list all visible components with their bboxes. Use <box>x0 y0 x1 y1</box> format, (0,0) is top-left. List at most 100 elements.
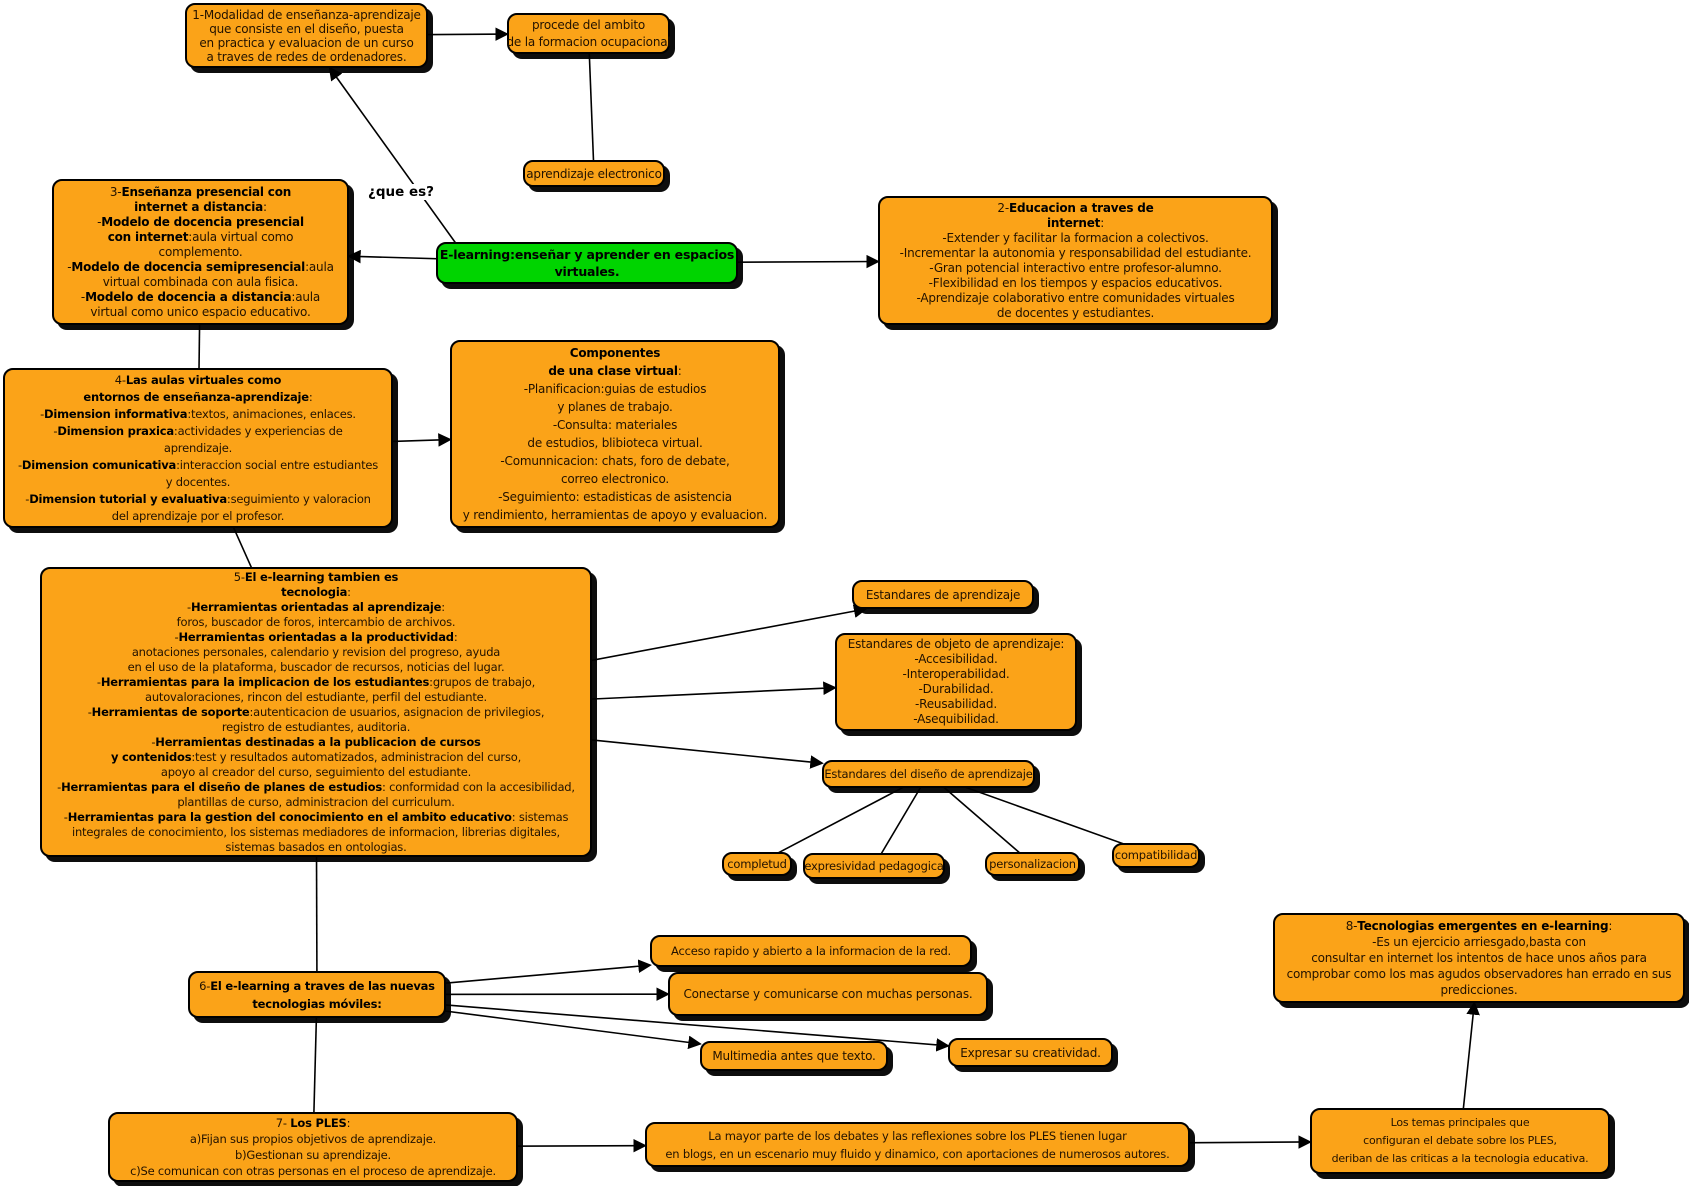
node-text-line: -Incrementar la autonomia y responsabili… <box>899 245 1252 260</box>
node-text-line: compatibilidad <box>1114 848 1198 862</box>
node-text-line: b)Gestionan su aprendizaje. <box>234 1148 391 1162</box>
node-text-line: -Interoperabilidad. <box>902 667 1010 681</box>
node-text-line: completud <box>727 857 787 871</box>
node-compatibilidad[interactable]: compatibilidad <box>1112 843 1200 868</box>
node-multimedia[interactable]: Multimedia antes que texto. <box>700 1041 888 1071</box>
node-text-line: -Planificacion:guias de estudios <box>523 382 707 396</box>
node-text-line: -Dimension tutorial y evaluativa:seguimi… <box>25 491 371 506</box>
node-text-line: 7- Los PLES: <box>275 1116 351 1130</box>
node-text-line: -Aprendizaje colaborativo entre comunida… <box>916 290 1235 305</box>
node-personalizacion[interactable]: personalizacion <box>985 852 1080 876</box>
node-text-line: configuran el debate sobre los PLES, <box>1363 1134 1557 1147</box>
node-text-line: plantillas de curso, administracion del … <box>177 794 455 809</box>
node-text-line: -Herramientas de soporte:autenticacion d… <box>87 704 545 719</box>
node-text-line: de la formacion ocupacional <box>506 34 671 49</box>
node-est-diseno[interactable]: Estandares del diseño de aprendizaje <box>822 760 1035 788</box>
node-text-line: virtual como unico espacio educativo. <box>90 304 311 319</box>
node-completud[interactable]: completud <box>722 852 792 876</box>
node-text-line: a)Fijan sus propios objetivos de aprendi… <box>189 1132 437 1146</box>
node-elearning[interactable]: E-learning:enseñar y aprender en espacio… <box>436 242 738 284</box>
node-text-line: y docentes. <box>165 474 231 489</box>
node-text-line: La mayor parte de los debates y las refl… <box>708 1128 1127 1143</box>
node-procede[interactable]: procede del ambito de la formacion ocupac… <box>506 13 671 54</box>
node-text-line: integrales de conocimiento, los sistemas… <box>71 824 561 839</box>
node-text-line: tecnologia: <box>281 584 351 599</box>
node-text-line: en practica y evaluacion de un curso <box>199 35 414 50</box>
node-aulas-virtuales[interactable]: 4-Las aulas virtuales como entornos de en… <box>3 368 393 528</box>
node-text-line: entornos de enseñanza-aprendizaje: <box>83 389 313 404</box>
node-text-line: foros, buscador de foros, intercambio de… <box>176 614 456 629</box>
node-text-line: registro de estudiantes, auditoria. <box>221 719 411 734</box>
node-text-line: -Extender y facilitar la formacion a col… <box>942 230 1209 245</box>
edge-elearning-to-modalidad <box>328 66 471 264</box>
node-text-line: -Flexibilidad en los tiempos y espacios … <box>928 275 1223 290</box>
node-aprendizaje-electronico[interactable]: aprendizaje electronico <box>523 160 665 187</box>
node-expresar[interactable]: Expresar su creatividad. <box>948 1038 1113 1067</box>
node-text-line: de una clase virtual: <box>548 364 682 378</box>
node-text-line: -Accesibilidad. <box>914 652 998 666</box>
node-text-line: 6-El e-learning a traves de las nuevas <box>199 978 435 993</box>
node-text-line: -Dimension praxica:actividades y experie… <box>53 423 343 438</box>
node-text-line: Conectarse y comunicarse con muchas pers… <box>683 987 973 1001</box>
node-text-line: -Herramientas orientadas a la productivi… <box>174 629 458 644</box>
node-text-line: -Comunnicacion: chats, foro de debate, <box>500 454 730 468</box>
edge-est-diseno-to-personalizacion <box>927 773 1034 865</box>
node-text-line: anotaciones personales, calendario y rev… <box>131 644 501 659</box>
node-emergentes[interactable]: 8-Tecnologias emergentes en e-learning:-… <box>1273 913 1685 1003</box>
node-moviles[interactable]: 6-El e-learning a traves de las nuevas te… <box>188 971 446 1018</box>
node-text-line: Estandares de objeto de aprendizaje: <box>847 637 1065 651</box>
node-text-line: -Durabilidad. <box>918 682 994 696</box>
node-text-line: tecnologias móviles: <box>252 996 382 1011</box>
node-text-line: -Herramientas para la implicacion de los… <box>96 674 536 689</box>
node-text-line: -Herramientas para el diseño de planes d… <box>57 779 575 794</box>
node-text-line: personalizacion <box>989 857 1076 871</box>
edge-procede-to-aprendizaje-electronico <box>587 33 595 174</box>
node-est-objeto[interactable]: Estandares de objeto de aprendizaje:-Acc… <box>835 633 1077 731</box>
node-text-line: -Dimension comunicativa:interaccion soci… <box>17 457 379 472</box>
node-componentes[interactable]: Componentes de una clase virtual: -Planifi… <box>450 340 780 528</box>
node-text-line: en el uso de la plataforma, buscador de … <box>127 659 505 674</box>
node-text-line: c)Se comunican con otras personas en el … <box>130 1164 496 1178</box>
node-text-line: 4-Las aulas virtuales como <box>114 372 282 387</box>
node-text-line: virtual combinada con aula fisica. <box>102 274 299 289</box>
node-text-line: expresividad pedagogica <box>804 859 944 873</box>
node-text-line: complemento. <box>158 244 243 259</box>
node-conectarse[interactable]: Conectarse y comunicarse con muchas pers… <box>668 972 988 1016</box>
node-text-line: a traves de redes de ordenadores. <box>206 49 407 64</box>
node-text-line: predicciones. <box>1440 983 1518 997</box>
node-text-line: -Herramientas para la gestion del conoci… <box>63 809 569 824</box>
node-text-line: en blogs, en un escenario muy fluido y d… <box>665 1146 1170 1161</box>
node-text-line: Multimedia antes que texto. <box>712 1049 876 1063</box>
linking-phrase-que-es[interactable]: ¿que es? <box>366 184 436 200</box>
node-text-line: 3-Enseñanza presencial con <box>109 184 292 199</box>
node-text-line: de estudios, blibioteca virtual. <box>527 436 703 450</box>
node-text-line: de docentes y estudiantes. <box>996 305 1155 320</box>
node-text-line: Estandares del diseño de aprendizaje <box>824 767 1033 781</box>
edge-est-diseno-to-expresividad <box>873 773 930 867</box>
node-acceso[interactable]: Acceso rapido y abierto a la informacion… <box>650 935 972 967</box>
node-text-line: y planes de trabajo. <box>557 400 673 414</box>
node-text-line: 2-Educacion a traves de <box>997 200 1154 215</box>
node-text-line: correo electronico. <box>561 472 669 486</box>
node-expresividad[interactable]: expresividad pedagogica <box>803 853 945 879</box>
node-ples[interactable]: 7- Los PLES: a)Fijan sus propios objetivo… <box>108 1112 518 1182</box>
node-text-line: aprendizaje. <box>163 440 233 455</box>
node-text-line: con internet:aula virtual como <box>107 229 294 244</box>
node-text-line: 8-Tecnologias emergentes en e-learning: <box>1345 919 1613 933</box>
node-text-line: internet: <box>1046 215 1105 230</box>
node-debates[interactable]: La mayor parte de los debates y las refl… <box>645 1122 1190 1167</box>
node-text-line: Componentes <box>569 346 661 360</box>
node-text-line: E-learning:enseñar y aprender en espacio… <box>439 247 735 262</box>
node-est-aprendizaje[interactable]: Estandares de aprendizaje <box>852 580 1034 609</box>
node-text-line: consultar en internet los intentos de ha… <box>1311 951 1647 965</box>
node-text-line: sistemas basados en ontologias. <box>225 839 407 854</box>
edge-est-diseno-to-completud <box>756 773 929 865</box>
node-text-line: procede del ambito <box>531 17 645 32</box>
node-text-line: -Modelo de docencia semipresencial:aula <box>67 259 334 274</box>
